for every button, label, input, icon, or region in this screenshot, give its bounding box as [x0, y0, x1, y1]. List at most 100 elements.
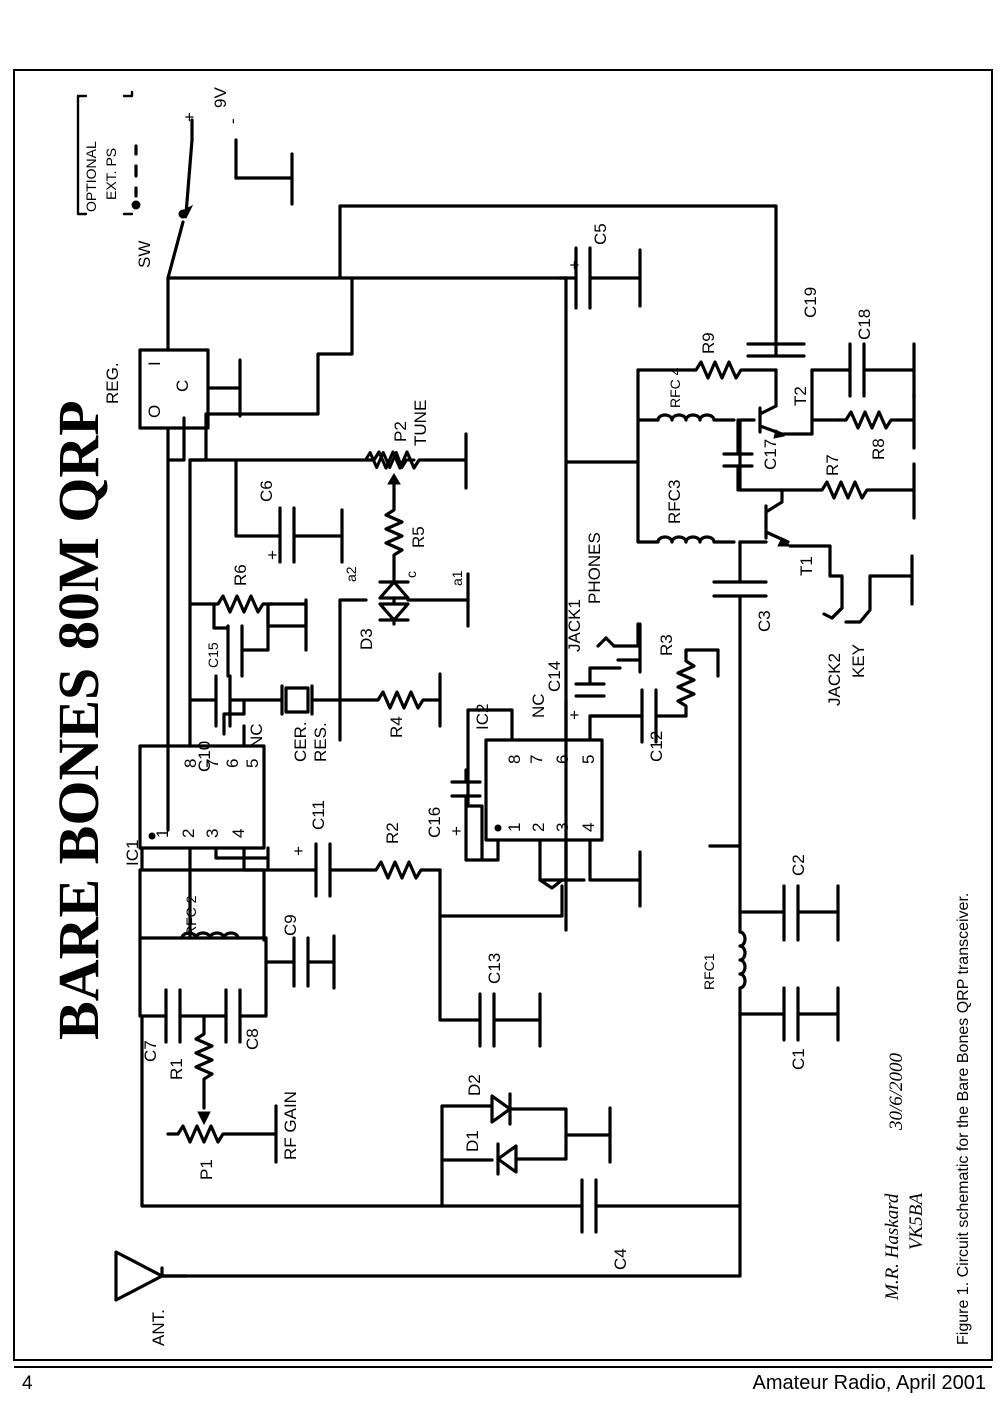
- rfc3-label: RFC3: [665, 480, 684, 524]
- figure-caption-text: Figure 1. Circuit schematic for the Bare…: [955, 892, 972, 1345]
- c1-label: C1: [789, 1048, 808, 1070]
- d1-label: D1: [463, 1130, 482, 1152]
- cer-res-label: CER.: [291, 721, 310, 762]
- tuning-section: P2 TUNE C6 + R5 D3 a2 c a1: [188, 400, 470, 702]
- p2-name: TUNE: [411, 400, 430, 446]
- ic2-pin-7: 7: [527, 755, 546, 764]
- ic2-pin-4: 4: [579, 823, 598, 832]
- c18-label: C18: [855, 309, 874, 340]
- cer-res-label-2: RES.: [311, 722, 330, 762]
- switch-label: SW: [135, 241, 154, 268]
- r7-label: R7: [823, 454, 842, 476]
- c7-label: C7: [141, 1040, 160, 1062]
- ext-ps-label: EXT. PS: [103, 148, 119, 200]
- ic1-label: IC1: [123, 840, 142, 866]
- antenna-tr-switch: C4 D2 D1 ANT.: [114, 1074, 742, 1346]
- plus-terminal-label: +: [180, 112, 199, 122]
- optional-label: OPTIONAL: [83, 141, 99, 212]
- r1-label: R1: [167, 1058, 186, 1080]
- c14-plus: +: [565, 710, 584, 720]
- rfc1-label: RFC1: [701, 953, 717, 990]
- c9-label: C9: [281, 914, 300, 936]
- c11-plus: +: [289, 846, 308, 856]
- ic2-pin-3: 3: [553, 823, 572, 832]
- rfc2-label: RFC 2: [183, 895, 199, 936]
- p2-label: P2: [391, 421, 410, 442]
- r5-label: R5: [409, 526, 428, 548]
- c6-label: C6: [257, 480, 276, 502]
- signature-name: M.R. Haskard: [882, 1193, 903, 1301]
- r9-label: R9: [699, 332, 718, 354]
- d2-label: D2: [465, 1074, 484, 1096]
- p1-name: RF GAIN: [281, 1091, 300, 1160]
- r6-label: R6: [231, 564, 250, 586]
- t1-label: T1: [797, 556, 816, 576]
- r8-label: R8: [869, 438, 888, 460]
- page-frame: [13, 69, 993, 1361]
- publication-title: Amateur Radio, April 2001: [752, 1372, 986, 1394]
- ic2-pin-5: 5: [579, 755, 598, 764]
- ic2-pin-2: 2: [529, 823, 548, 832]
- minus-terminal-label: -: [223, 118, 242, 124]
- regulator-pin-c: C: [173, 380, 192, 392]
- regulator-label: REG.: [103, 362, 122, 404]
- ic1-pin-4: 4: [229, 829, 248, 838]
- c19-label: C19: [801, 287, 820, 318]
- ic1-pin-3: 3: [203, 829, 222, 838]
- ic2: IC2 8 7 6 5 1 2 3 4 NC C16 +: [425, 693, 644, 908]
- signature-date: 30/6/2000: [886, 1052, 907, 1131]
- r4-label: R4: [387, 716, 406, 738]
- ic1-nc: NC: [247, 723, 266, 748]
- c16-plus: +: [447, 826, 466, 836]
- rf-input-network: RFC 2 C7 C8 C9 R1 P1 RF GAIN: [138, 868, 444, 1208]
- d3-cathode-label: c: [403, 571, 419, 578]
- jack1-name: PHONES: [585, 532, 604, 604]
- ic1-pin-2: 2: [179, 829, 198, 838]
- c12-label: C12: [647, 731, 666, 762]
- designer-signature: M.R. Haskard 30/6/2000 VK5BA: [882, 1052, 927, 1301]
- c5-label: C5: [591, 223, 610, 245]
- power-supply: OPTIONAL EXT. PS SW + 9V -: [76, 87, 562, 352]
- c8-label: C8: [243, 1028, 262, 1050]
- rf-output-chain: RFC3 RFC 4 R9 C19 T2 C17 C18 R8 R7: [160, 287, 916, 1278]
- audio-output: C12 R3 C14 + JACK1 PHONES: [545, 532, 720, 762]
- regulator-pin-o: O: [145, 405, 164, 418]
- c17-label: C17: [761, 439, 780, 470]
- ic2-nc: NC: [529, 693, 548, 718]
- page-number: 4: [22, 1373, 33, 1394]
- af-path: C11 + R2 C13: [289, 800, 564, 1048]
- c10-label: C10: [195, 741, 214, 772]
- regulator-pin-i: I: [145, 361, 164, 366]
- ic2-pin-8: 8: [505, 755, 524, 764]
- ic2-label: IC2: [473, 704, 492, 730]
- t2-label: T2: [791, 386, 810, 406]
- oscillator-feedback: C10 CER. RES. R4: [188, 672, 442, 772]
- ic1-pin-5: 5: [243, 759, 262, 768]
- jack2-name: KEY: [849, 644, 868, 678]
- signature-callsign: VK5BA: [906, 1193, 927, 1250]
- diagram-subtitle: 80M QRP: [46, 400, 111, 650]
- jack2-label: JACK2: [825, 653, 844, 706]
- d3-label: D3: [357, 628, 376, 650]
- d3-anode2-label: a2: [343, 566, 359, 582]
- r3-label: R3: [657, 634, 676, 656]
- pa-supply-rail: C5 +: [338, 204, 778, 932]
- c5-plus: +: [565, 260, 584, 270]
- c4-label: C4: [611, 1248, 630, 1270]
- ic1: IC1 8 7 6 5 1 2 3 4 NC: [123, 458, 302, 942]
- diagram-title: BARE BONES: [46, 668, 111, 1040]
- c3-label: C3: [755, 610, 774, 632]
- voltage-label: 9V: [211, 87, 230, 108]
- c2-label: C2: [789, 854, 808, 876]
- footer-rule: [14, 1366, 992, 1368]
- ic2-pin-1: 1: [505, 823, 524, 832]
- antenna-label: ANT.: [149, 1309, 168, 1346]
- c6-plus: +: [263, 550, 282, 560]
- jack1-label: JACK1: [565, 599, 584, 652]
- r2-label: R2: [383, 822, 402, 844]
- ic1-pin-1: 1: [153, 829, 172, 838]
- c14-label: C14: [545, 661, 564, 692]
- r6-c15-network: R6 C15: [188, 564, 308, 678]
- ic1-pin-7: 7: [203, 759, 222, 768]
